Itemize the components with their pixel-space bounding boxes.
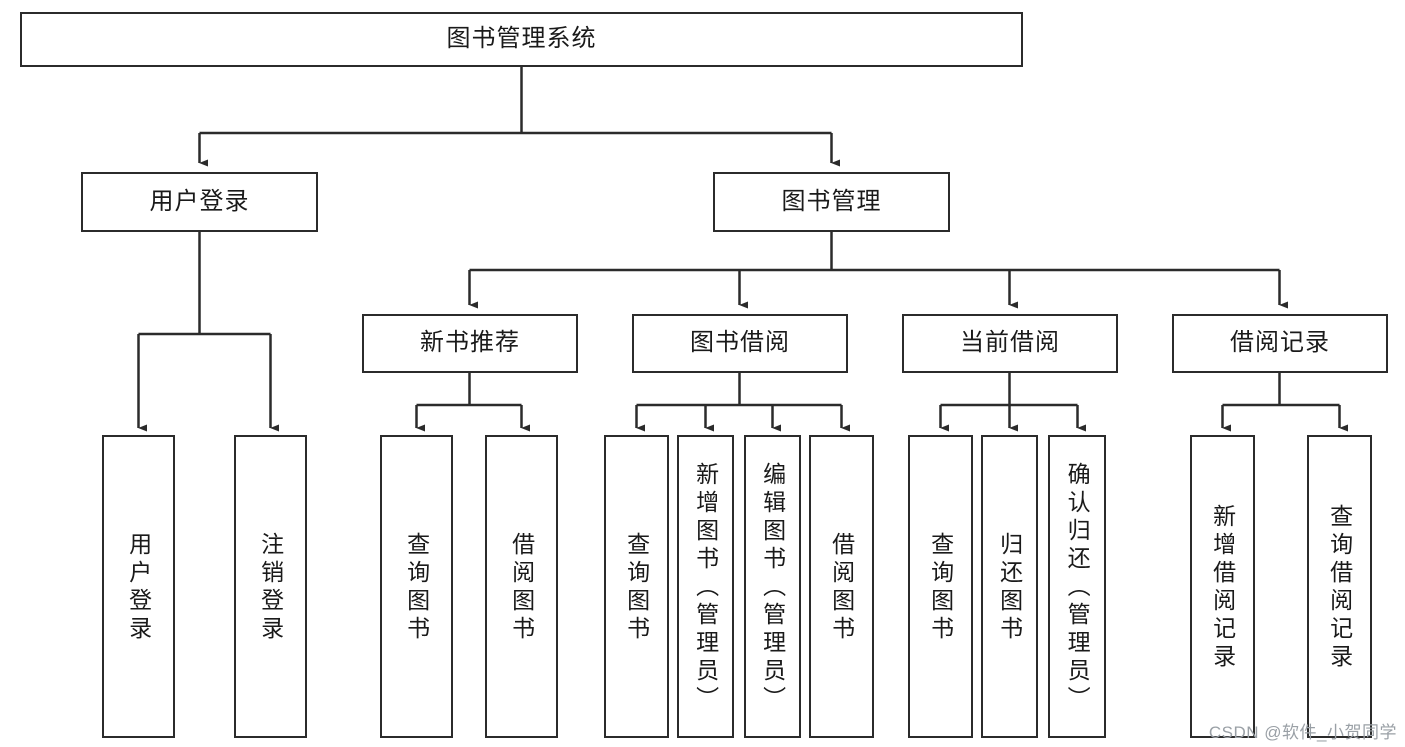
node-label: 用户登录 <box>125 531 152 644</box>
node-label: 图书管理系统 <box>446 25 597 53</box>
leaf-borrow-record-query[interactable]: 查询借阅记录 <box>1307 435 1372 738</box>
node-label: 当前借阅 <box>960 329 1060 357</box>
leaf-book-borrow-borrow[interactable]: 借阅图书 <box>809 435 874 738</box>
node-label: 图书借阅 <box>690 329 790 357</box>
leaf-current-borrow-query[interactable]: 查询图书 <box>908 435 973 738</box>
node-user-login[interactable]: 用户登录 <box>81 172 318 232</box>
leaf-user-login-login[interactable]: 用户登录 <box>102 435 175 738</box>
node-label: 查询图书 <box>927 531 954 644</box>
node-borrow-record[interactable]: 借阅记录 <box>1172 314 1388 373</box>
node-label: 新书推荐 <box>420 329 520 357</box>
leaf-new-book-borrow[interactable]: 借阅图书 <box>485 435 558 738</box>
node-label: 查询借阅记录 <box>1326 503 1353 672</box>
node-current-borrow[interactable]: 当前借阅 <box>902 314 1118 373</box>
leaf-book-borrow-add[interactable]: 新增图书（管理员） <box>677 435 734 738</box>
leaf-current-borrow-confirm-return[interactable]: 确认归还（管理员） <box>1048 435 1106 738</box>
node-label: 归还图书 <box>996 531 1023 644</box>
node-label: 查询图书 <box>623 531 650 644</box>
leaf-book-borrow-query[interactable]: 查询图书 <box>604 435 669 738</box>
node-label: 新增图书（管理员） <box>692 461 719 714</box>
node-label: 图书管理 <box>781 187 882 215</box>
leaf-book-borrow-edit[interactable]: 编辑图书（管理员） <box>744 435 801 738</box>
node-label: 新增借阅记录 <box>1209 503 1236 672</box>
node-label: 借阅记录 <box>1230 329 1330 357</box>
node-label: 注销登录 <box>257 531 284 644</box>
node-label: 用户登录 <box>149 187 250 215</box>
node-label: 借阅图书 <box>508 531 535 644</box>
node-label: 借阅图书 <box>828 531 855 644</box>
leaf-current-borrow-return[interactable]: 归还图书 <box>981 435 1038 738</box>
leaf-new-book-query[interactable]: 查询图书 <box>380 435 453 738</box>
node-label: 查询图书 <box>403 531 430 644</box>
node-label: 编辑图书（管理员） <box>759 461 786 714</box>
node-book-borrow[interactable]: 图书借阅 <box>632 314 848 373</box>
node-new-book-recommend[interactable]: 新书推荐 <box>362 314 578 373</box>
leaf-user-login-logout[interactable]: 注销登录 <box>234 435 307 738</box>
node-book-management[interactable]: 图书管理 <box>713 172 950 232</box>
leaf-borrow-record-add[interactable]: 新增借阅记录 <box>1190 435 1255 738</box>
node-label: 确认归还（管理员） <box>1064 461 1091 714</box>
node-root-system[interactable]: 图书管理系统 <box>20 12 1023 67</box>
watermark-text: CSDN @软件_小贺同学 <box>1208 723 1397 742</box>
